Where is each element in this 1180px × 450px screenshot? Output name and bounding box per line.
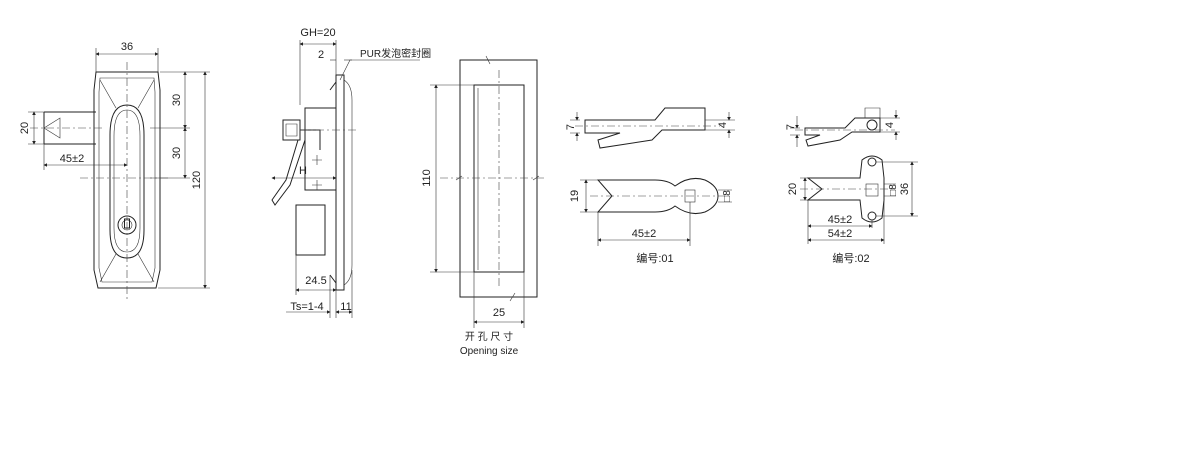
cam01-square: □8 [722, 190, 733, 202]
cam01-caption: 编号:01 [636, 251, 673, 265]
cam01-length: 45±2 [632, 228, 656, 240]
dim-gap: 2 [318, 49, 324, 61]
cutout-view: 110 25 开 孔 尺 寸 Opening size [421, 55, 545, 357]
cutout-caption-cn: 开 孔 尺 寸 [465, 330, 513, 343]
cam02-thick: 7 [785, 124, 797, 130]
cam02-length1: 45±2 [828, 214, 852, 226]
dim-upper: 30 [171, 94, 183, 106]
dim-offset: 45±2 [60, 153, 84, 165]
cam-01: 7 4 19 □8 45±2 编号:01 [565, 107, 735, 265]
dim-lower: 30 [171, 147, 183, 159]
cutout-caption-en: Opening size [460, 346, 519, 357]
cam02-step: 4 [884, 122, 896, 128]
seal-note: PUR发泡密封圈 [360, 47, 431, 60]
cam-02: 7 4 20 □8 36 45±2 54±2 编号:02 [785, 107, 918, 265]
front-view: 36 20 45±2 30 30 120 [19, 41, 210, 300]
cam02-hole: 36 [899, 183, 911, 195]
dim-h: H [299, 165, 307, 177]
cam01-thick: 7 [565, 124, 577, 130]
dim-height: 120 [191, 171, 203, 189]
side-view: GH=20 2 PUR发泡密封圈 H 24.5 Ts=1-4 11 [271, 27, 431, 318]
cam02-width: 20 [787, 183, 799, 195]
dim-gh: GH=20 [300, 27, 335, 39]
cutout-width: 25 [493, 307, 505, 319]
cam02-length2: 54±2 [828, 228, 852, 240]
dim-ts: Ts=1-4 [290, 301, 323, 313]
cam01-step: 4 [717, 122, 729, 128]
dim-depth: 24.5 [305, 275, 326, 287]
dim-back: 11 [340, 301, 351, 313]
cutout-height: 110 [421, 169, 433, 187]
cam01-width: 19 [569, 190, 581, 202]
dim-width: 36 [121, 41, 133, 53]
dim-lever: 20 [19, 122, 31, 134]
cam02-caption: 编号:02 [832, 251, 869, 265]
cam02-square: □8 [888, 184, 899, 196]
